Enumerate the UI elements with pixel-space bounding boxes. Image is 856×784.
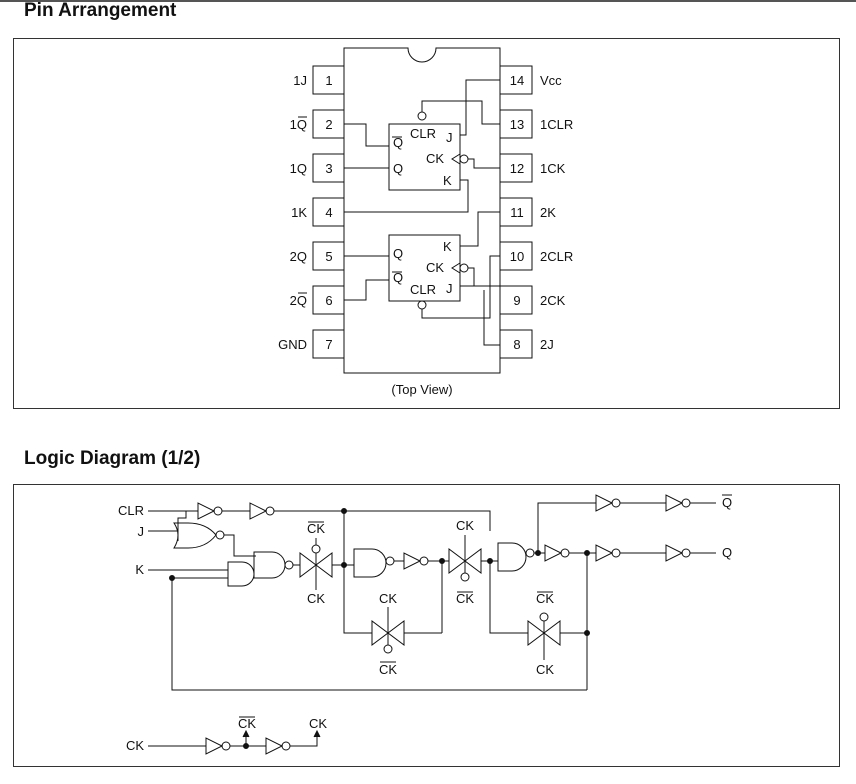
svg-text:K: K bbox=[443, 173, 452, 188]
svg-text:CK: CK bbox=[456, 591, 474, 606]
right-pin-14: 14 Vcc bbox=[499, 65, 562, 95]
svg-text:CK: CK bbox=[536, 662, 554, 677]
svg-text:CLR: CLR bbox=[410, 282, 436, 297]
svg-text:1CLR: 1CLR bbox=[540, 117, 573, 132]
svg-text:J: J bbox=[446, 130, 453, 145]
slave-latch: CK CK bbox=[489, 542, 596, 690]
svg-text:GND: GND bbox=[278, 337, 307, 352]
top-rule bbox=[0, 0, 856, 2]
logic-diagram-panel bbox=[13, 484, 840, 767]
svg-text:1Q: 1Q bbox=[290, 161, 307, 176]
flip-flop-2: Q K Q CK CLR J bbox=[344, 211, 500, 346]
left-pin-3: 3 1Q bbox=[290, 153, 345, 183]
svg-text:2K: 2K bbox=[540, 205, 556, 220]
top-view-label: (Top View) bbox=[391, 382, 452, 397]
svg-text:13: 13 bbox=[510, 117, 524, 132]
svg-text:CLR: CLR bbox=[410, 126, 436, 141]
svg-text:4: 4 bbox=[325, 205, 332, 220]
svg-text:7: 7 bbox=[325, 337, 332, 352]
feedback-loop bbox=[169, 575, 587, 691]
svg-text:2Q: 2Q bbox=[290, 293, 307, 308]
right-pin-10: 10 2CLR bbox=[499, 241, 573, 271]
svg-text:1J: 1J bbox=[293, 73, 307, 88]
svg-text:K: K bbox=[443, 239, 452, 254]
svg-text:CK: CK bbox=[307, 521, 325, 536]
left-pin-1: 1 1J bbox=[293, 65, 345, 95]
svg-text:CK: CK bbox=[426, 260, 444, 275]
ck-input-label: CK bbox=[126, 738, 144, 753]
clr-input-label: CLR bbox=[118, 503, 144, 518]
svg-text:12: 12 bbox=[510, 161, 524, 176]
svg-text:1CK: 1CK bbox=[540, 161, 566, 176]
input-and-gates bbox=[227, 551, 300, 587]
transmission-gate-1: CK CK bbox=[299, 521, 354, 606]
svg-text:CK: CK bbox=[456, 518, 474, 533]
svg-text:2CLR: 2CLR bbox=[540, 249, 573, 264]
clock-generator: CK CK bbox=[148, 716, 327, 755]
output-buffers: Q Q bbox=[537, 494, 732, 562]
input-nor-gate bbox=[148, 511, 256, 571]
svg-text:2J: 2J bbox=[540, 337, 554, 352]
left-pin-2: 2 1Q bbox=[290, 109, 345, 139]
svg-text:9: 9 bbox=[513, 293, 520, 308]
right-pin-9: 9 2CK bbox=[499, 285, 566, 315]
qbar-output-label: Q bbox=[722, 495, 732, 510]
right-pin-11: 11 2K bbox=[499, 197, 556, 227]
svg-text:14: 14 bbox=[510, 73, 524, 88]
svg-text:2: 2 bbox=[325, 117, 332, 132]
svg-text:CK: CK bbox=[379, 662, 397, 677]
right-pin-12: 12 1CK bbox=[499, 153, 566, 183]
q-output-label: Q bbox=[722, 545, 732, 560]
left-pin-5: 5 2Q bbox=[290, 241, 345, 271]
svg-text:J: J bbox=[446, 281, 453, 296]
pin-arrangement-panel bbox=[13, 38, 840, 409]
svg-text:Vcc: Vcc bbox=[540, 73, 562, 88]
svg-text:CK: CK bbox=[309, 716, 327, 731]
flip-flop-1: Q CLR J CK Q K bbox=[344, 79, 500, 213]
right-pin-13: 13 1CLR bbox=[499, 109, 573, 139]
svg-text:5: 5 bbox=[325, 249, 332, 264]
svg-text:Q: Q bbox=[393, 135, 403, 150]
transmission-gate-2: CK CK bbox=[448, 518, 498, 606]
svg-text:CK: CK bbox=[536, 591, 554, 606]
svg-text:2CK: 2CK bbox=[540, 293, 566, 308]
ic-package bbox=[343, 47, 501, 374]
svg-text:10: 10 bbox=[510, 249, 524, 264]
svg-text:CK: CK bbox=[238, 716, 256, 731]
svg-text:11: 11 bbox=[510, 205, 524, 220]
svg-text:CK: CK bbox=[379, 591, 397, 606]
svg-text:Q: Q bbox=[393, 246, 403, 261]
svg-text:2Q: 2Q bbox=[290, 249, 307, 264]
logic-diagram-title: Logic Diagram (1/2) bbox=[24, 448, 201, 469]
pin-arrangement-title: Pin Arrangement bbox=[24, 0, 177, 21]
j-input-label: J bbox=[138, 524, 145, 539]
svg-text:Q: Q bbox=[393, 161, 403, 176]
svg-text:1Q: 1Q bbox=[290, 117, 307, 132]
svg-text:1K: 1K bbox=[291, 205, 307, 220]
svg-text:CK: CK bbox=[426, 151, 444, 166]
input-labels: CLR J K CK bbox=[118, 503, 144, 753]
left-pin-6: 6 2Q bbox=[290, 285, 345, 315]
k-input-label: K bbox=[135, 562, 144, 577]
svg-text:8: 8 bbox=[513, 337, 520, 352]
right-pin-8: 8 2J bbox=[499, 329, 554, 359]
left-pin-4: 4 1K bbox=[291, 197, 345, 227]
svg-text:CK: CK bbox=[307, 591, 325, 606]
svg-text:6: 6 bbox=[325, 293, 332, 308]
svg-text:3: 3 bbox=[325, 161, 332, 176]
master-latch: CK CK bbox=[343, 548, 449, 677]
svg-text:1: 1 bbox=[325, 73, 332, 88]
left-pin-7: 7 GND bbox=[278, 329, 345, 359]
clr-path bbox=[148, 502, 491, 565]
svg-text:Q: Q bbox=[393, 270, 403, 285]
